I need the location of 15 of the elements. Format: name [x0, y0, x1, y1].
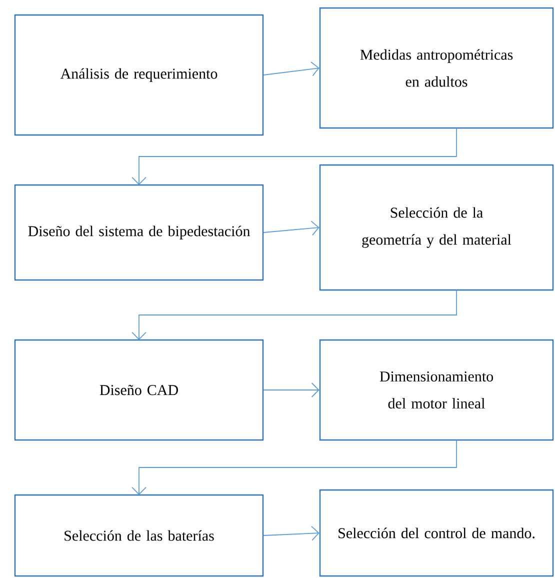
arrow [132, 128, 457, 185]
process-box: Selección del control de mando. [319, 489, 554, 577]
arrow [132, 440, 457, 495]
arrow [263, 382, 320, 398]
process-box: Dimensionamiento del motor lineal [319, 339, 554, 441]
arrow [132, 290, 457, 340]
process-box: Diseño CAD [14, 339, 264, 441]
process-box: Selección de la geometría y del material [319, 164, 554, 291]
arrow [263, 220, 320, 236]
arrow [263, 526, 320, 541]
process-box: Selección de las baterías [14, 494, 264, 577]
process-box: Medidas antropométricas en adultos [319, 7, 554, 129]
process-box: Análisis de requerimiento [14, 14, 264, 136]
arrow [263, 62, 320, 76]
process-box: Diseño del sistema de bipedestación [14, 184, 264, 281]
